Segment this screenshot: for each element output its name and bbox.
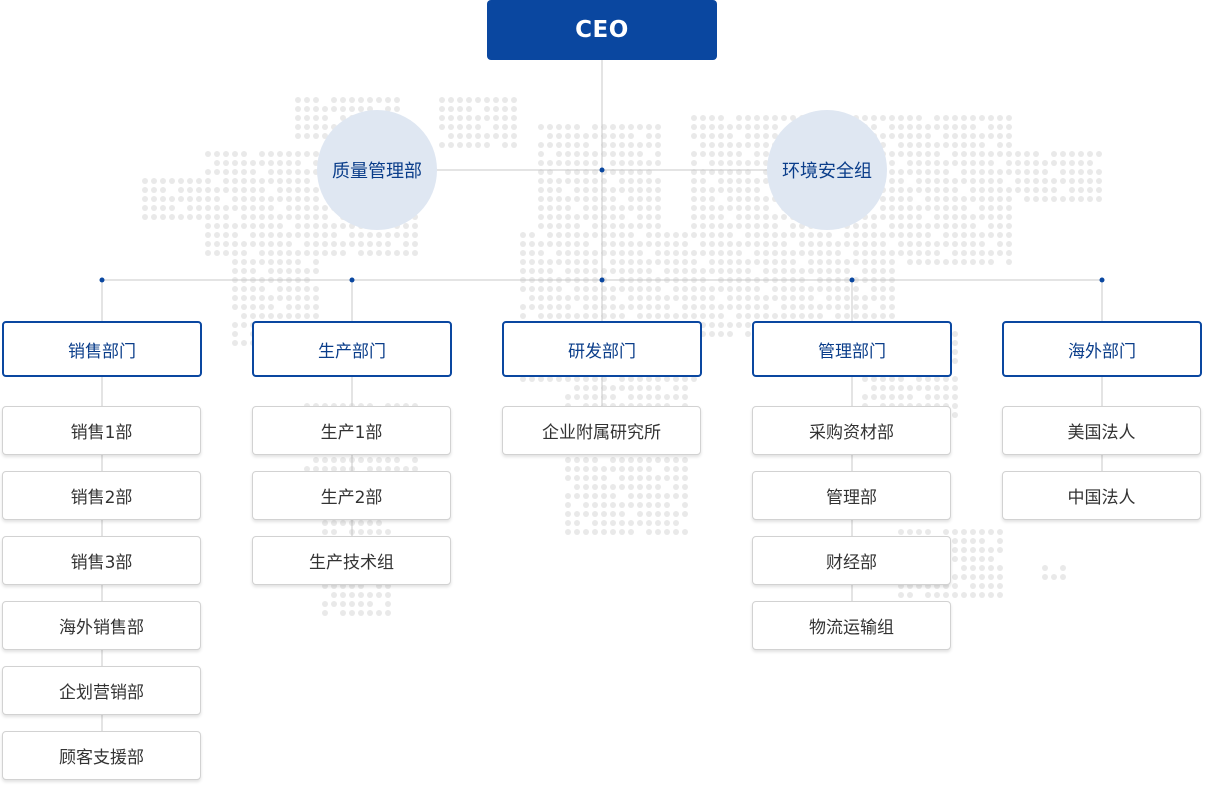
dept-overseas-subunit: 美国法人 <box>1002 406 1201 455</box>
dept-management-subunit: 采购资材部 <box>752 406 951 455</box>
dept-rnd-node: 研发部门 <box>502 321 702 377</box>
dept-sales-subunit: 海外销售部 <box>2 601 201 650</box>
dept-management-subunit: 物流运输组 <box>752 601 951 650</box>
dept-management-subunit: 财经部 <box>752 536 951 585</box>
dept-overseas-node: 海外部门 <box>1002 321 1202 377</box>
dept-sales-subunit: 企划营销部 <box>2 666 201 715</box>
dept-production-subunit: 生产1部 <box>252 406 451 455</box>
dept-sales-subunit: 销售1部 <box>2 406 201 455</box>
dept-production-subunit: 生产2部 <box>252 471 451 520</box>
dept-sales-subunit: 销售2部 <box>2 471 201 520</box>
ceo-node: CEO <box>487 0 717 60</box>
dept-management-node: 管理部门 <box>752 321 952 377</box>
dept-production-node: 生产部门 <box>252 321 452 377</box>
quality-management-node: 质量管理部 <box>317 110 437 230</box>
dept-sales-node: 销售部门 <box>2 321 202 377</box>
dept-management-subunit: 管理部 <box>752 471 951 520</box>
dept-overseas-subunit: 中国法人 <box>1002 471 1201 520</box>
dept-sales-subunit: 销售3部 <box>2 536 201 585</box>
dept-sales-subunit: 顾客支援部 <box>2 731 201 780</box>
dept-rnd-subunit: 企业附属研究所 <box>502 406 701 455</box>
dept-production-subunit: 生产技术组 <box>252 536 451 585</box>
environment-safety-node: 环境安全组 <box>767 110 887 230</box>
